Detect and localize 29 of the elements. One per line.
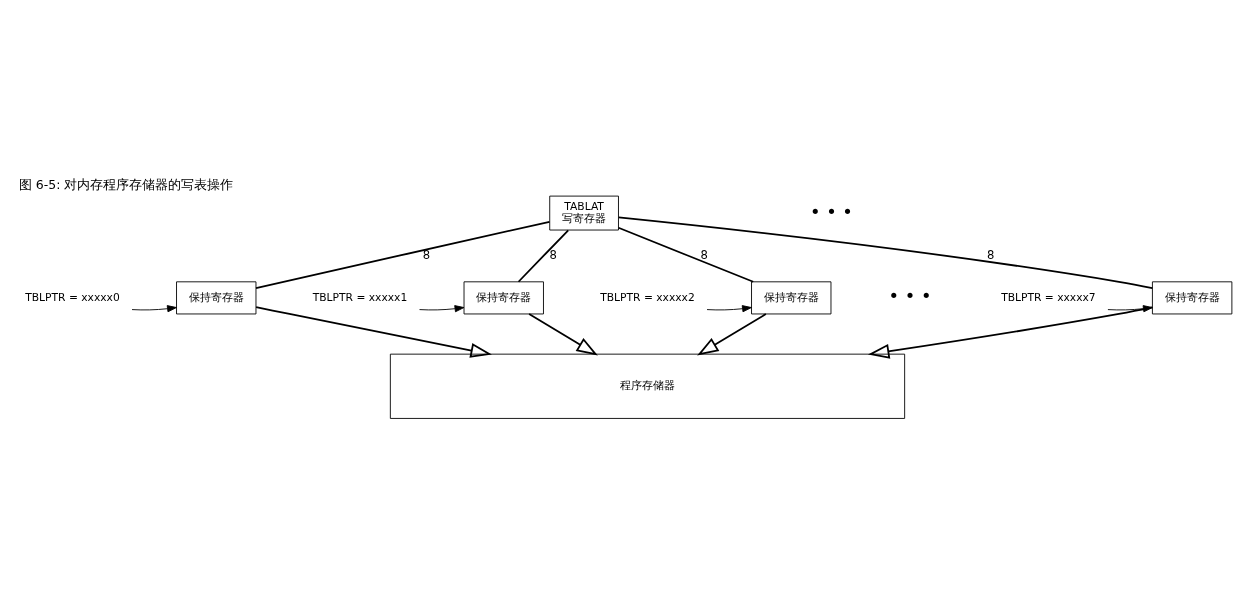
label: • • •: [809, 200, 853, 222]
node-text: TBLPTR = xxxxx2: [600, 290, 695, 304]
node-box: 保持寄存器: [751, 280, 832, 314]
node-box: 保持寄存器: [176, 280, 257, 314]
arrow: [1107, 304, 1153, 312]
connector: [255, 220, 551, 289]
node-box: 保持寄存器: [1151, 280, 1233, 314]
edge-label: 8: [549, 247, 557, 262]
node-box: 保持寄存器: [463, 280, 544, 314]
edge-label: 8: [700, 247, 708, 262]
node-text: TBLPTR = xxxxx7: [1001, 290, 1096, 304]
arrow: [867, 306, 1154, 359]
node-text: TBLPTR = xxxxx0: [25, 290, 120, 304]
label: • • •: [888, 284, 932, 306]
diagram-title: 图 6-5: 对内存程序存储器的写表操作: [18, 176, 234, 192]
arrow: [419, 304, 465, 312]
edge-label: 8: [987, 247, 995, 262]
arrow: [528, 312, 598, 356]
connector: [517, 228, 570, 283]
arrow: [697, 312, 767, 356]
edge-label: 8: [422, 247, 431, 262]
arrow: [131, 304, 177, 312]
node-box: 程序存储器: [389, 353, 906, 419]
arrow: [255, 305, 492, 358]
connector: [617, 216, 1154, 289]
connector: [617, 226, 755, 283]
node-text: TBLPTR = xxxxx1: [312, 290, 408, 304]
node-box: TABLAT 写寄存器: [549, 195, 619, 230]
arrow: [706, 304, 752, 312]
